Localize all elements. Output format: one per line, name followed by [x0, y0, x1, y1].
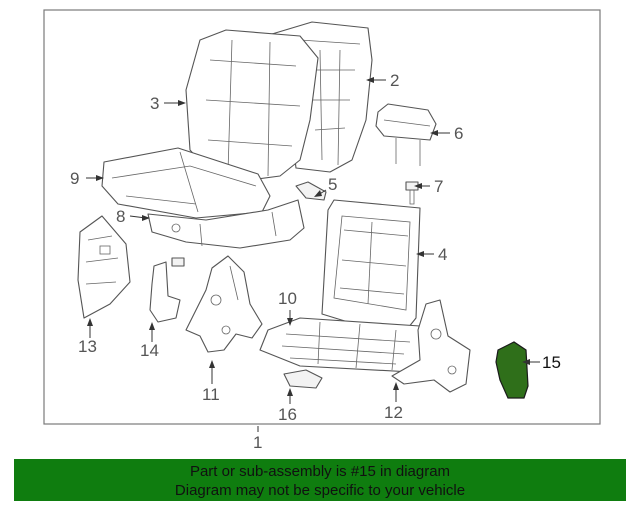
callout-15: 15: [542, 353, 561, 372]
callout-3: 3: [150, 94, 159, 113]
banner-line-1: Part or sub-assembly is #15 in diagram: [189, 463, 451, 480]
part-8-seat-cushion-frame: [147, 199, 305, 249]
banner-line-2: Diagram may not be specific to your vehi…: [174, 482, 466, 499]
part-4-seat-back-panel: [321, 199, 421, 339]
part-13-side-trim: [77, 215, 131, 319]
callout-11: 11: [202, 385, 220, 404]
diagram-frame: [43, 9, 601, 425]
part-5-clip: [295, 181, 327, 201]
callout-7: 7: [434, 177, 443, 196]
part-6-headrest: [375, 103, 437, 166]
part-3-seat-back-cushion: [185, 29, 319, 181]
callout-13: 13: [78, 337, 97, 356]
callout-9: 9: [70, 169, 79, 188]
callout-16: 16: [278, 405, 297, 424]
part-9-seat-cushion: [101, 147, 271, 219]
part-10-seat-pan: [259, 317, 441, 373]
callout-10: 10: [278, 289, 297, 308]
part-16-clip: [283, 369, 323, 389]
callout-12: 12: [384, 403, 403, 422]
info-banner: Part or sub-assembly is #15 in diagram D…: [14, 459, 626, 501]
callout-4: 4: [438, 245, 447, 264]
part-11-recliner: [185, 255, 263, 353]
parts-diagram: 2 3 6 9 5 7 8 4 10 13 14 15 11 12 16 1: [43, 9, 601, 452]
callout-14: 14: [140, 341, 159, 360]
callout-2: 2: [390, 71, 399, 90]
leader-lines: [86, 77, 540, 432]
callout-8: 8: [116, 207, 125, 226]
callout-6: 6: [454, 124, 463, 143]
callout-1: 1: [253, 433, 262, 452]
part-14-bracket: [149, 257, 185, 323]
part-15-highlighted: [495, 341, 529, 399]
part-12-hinge-bracket: [391, 299, 471, 393]
callout-5: 5: [328, 175, 337, 194]
